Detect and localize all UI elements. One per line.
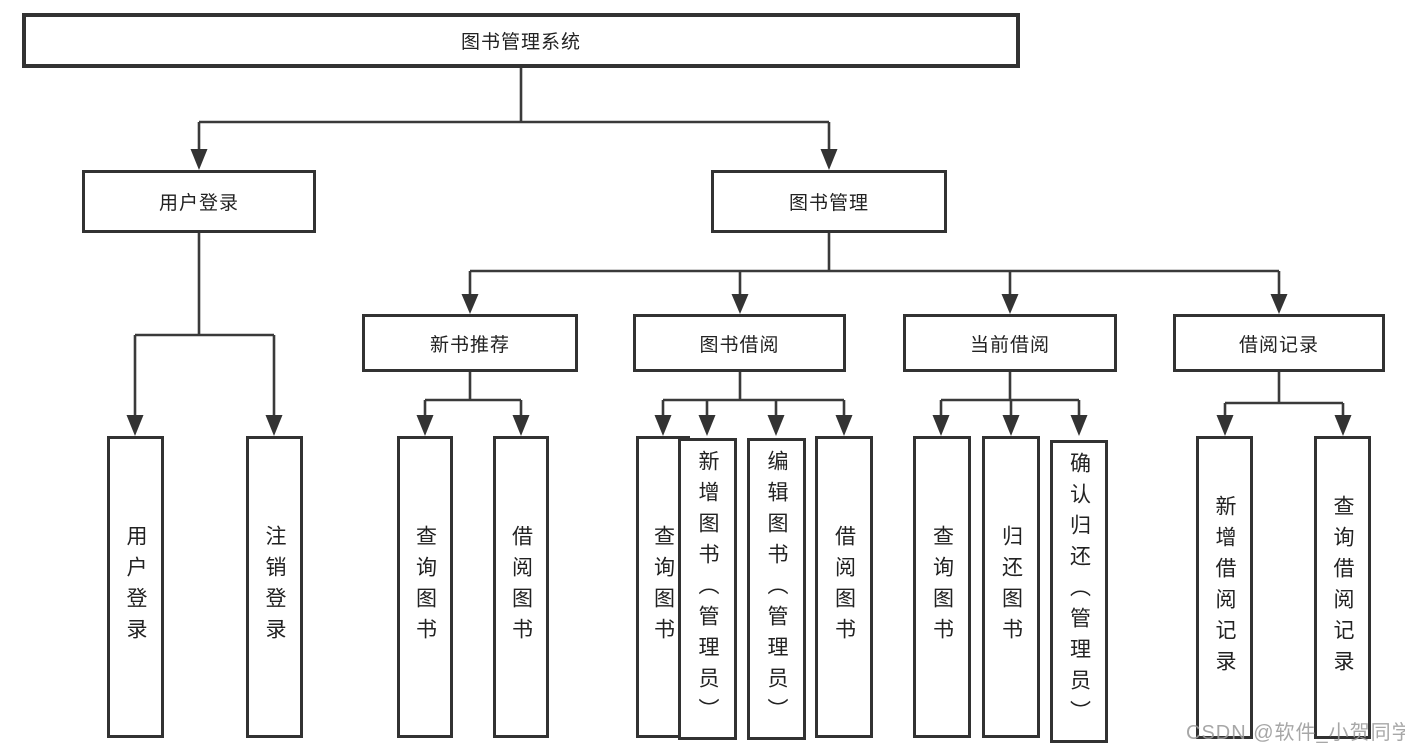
node-label: 当前借阅: [969, 334, 1050, 356]
leaf-add-borrowing-record: 新增借阅记录: [1196, 436, 1253, 739]
leaf-query-books-recommend: 查询图书: [397, 436, 453, 738]
connectors-borrowing-records: [1216, 372, 1352, 436]
leaf-query-books-current: 查询图书: [913, 436, 971, 738]
leaf-label: 查询图书: [651, 525, 675, 649]
leaf-label: 查询借阅记录: [1331, 494, 1354, 681]
leaf-borrow-books-recommend: 借阅图书: [493, 436, 549, 738]
leaf-borrow-books-borrowing: 借阅图书: [815, 436, 873, 738]
node-library-management-system: 图书管理系统: [22, 13, 1020, 68]
leaf-label: 归还图书: [999, 525, 1023, 649]
connectors-book-borrowing: [654, 372, 853, 436]
leaf-return-books: 归还图书: [982, 436, 1040, 738]
leaf-add-books-admin: 新增图书（管理员）: [678, 438, 737, 740]
leaf-label: 借阅图书: [509, 525, 533, 649]
leaf-label: 用户登录: [124, 525, 147, 649]
connectors-current-borrowing: [932, 372, 1088, 436]
leaf-edit-books-admin: 编辑图书（管理员）: [747, 438, 806, 740]
leaf-label: 查询图书: [930, 525, 954, 649]
node-book-borrowing: 图书借阅: [633, 314, 846, 372]
node-current-borrowing: 当前借阅: [903, 314, 1117, 372]
connectors-root: [190, 68, 838, 170]
node-label: 图书管理: [788, 193, 869, 214]
connectors-new-book-recommend: [416, 372, 530, 436]
node-user-login: 用户登录: [82, 170, 316, 233]
connectors-book-management: [461, 233, 1288, 314]
leaf-label: 新增借阅记录: [1213, 494, 1236, 681]
connectors-user-login: [126, 233, 283, 436]
node-label: 图书借阅: [699, 334, 780, 356]
leaf-user-login: 用户登录: [107, 436, 164, 738]
node-label: 用户登录: [158, 193, 239, 214]
node-new-book-recommend: 新书推荐: [362, 314, 578, 372]
leaf-label: 编辑图书（管理员）: [765, 449, 788, 729]
node-label: 新书推荐: [429, 334, 510, 356]
leaf-confirm-return-admin: 确认归还（管理员）: [1050, 440, 1108, 743]
leaf-label: 查询图书: [413, 525, 437, 649]
node-book-management: 图书管理: [711, 170, 947, 233]
leaf-label: 确认归还（管理员）: [1067, 452, 1091, 731]
leaf-logout: 注销登录: [246, 436, 303, 738]
csdn-watermark: CSDN @软件_小贺同学: [1186, 722, 1405, 744]
node-label: 图书管理系统: [460, 32, 581, 53]
node-borrowing-records: 借阅记录: [1173, 314, 1385, 372]
leaf-label: 借阅图书: [832, 525, 856, 649]
leaf-query-borrowing-record: 查询借阅记录: [1314, 436, 1371, 739]
leaf-label: 新增图书（管理员）: [696, 449, 719, 729]
node-label: 借阅记录: [1238, 334, 1319, 356]
leaf-label: 注销登录: [263, 525, 286, 649]
